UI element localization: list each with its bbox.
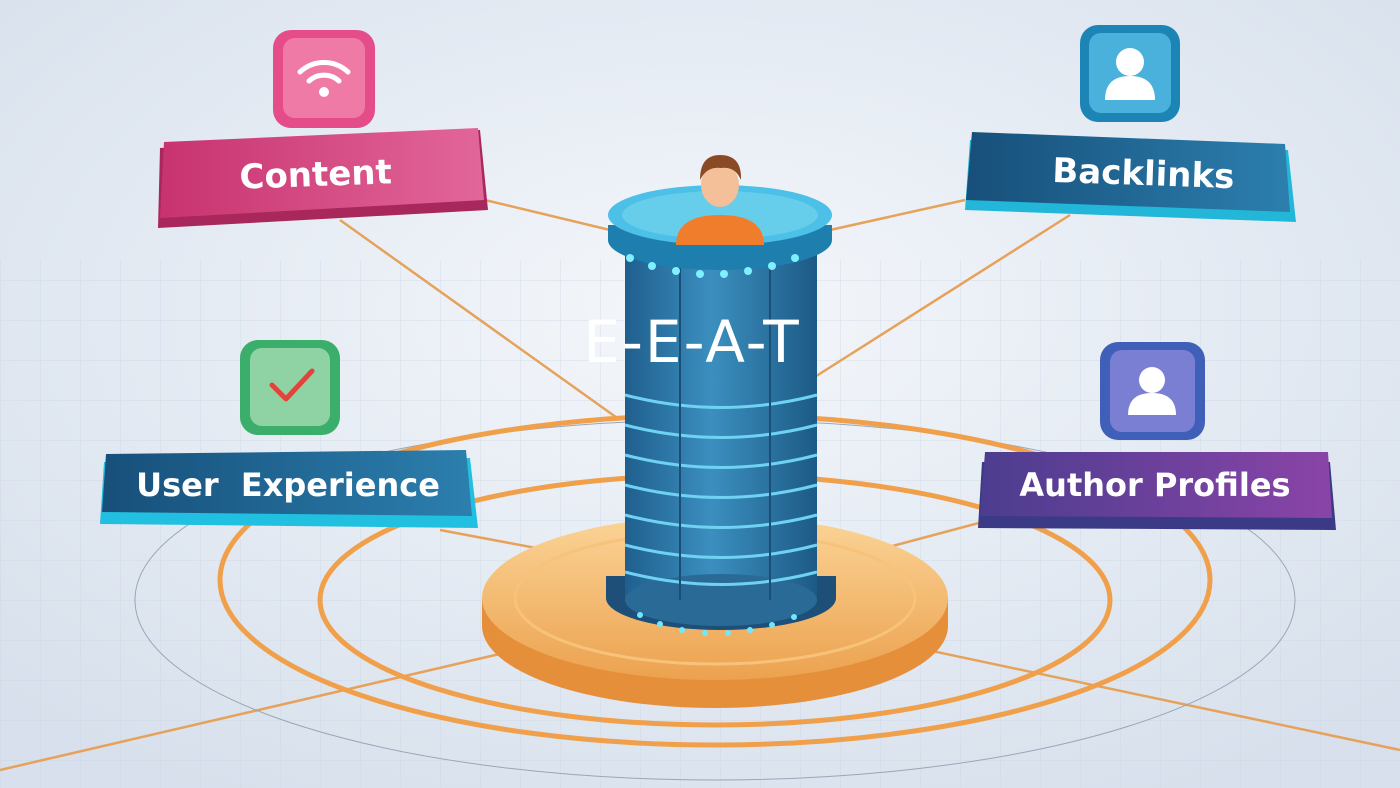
pillar-author-profiles[interactable]: Author Profiles: [978, 342, 1336, 530]
checkmark-icon: [240, 340, 340, 435]
pillar-label: Author Profiles: [1019, 466, 1290, 504]
pillar-label: User Experience: [136, 466, 440, 504]
pillar-user-experience[interactable]: User Experience: [100, 340, 478, 528]
pillar-label: Content: [239, 152, 393, 197]
eeat-pillar: [606, 185, 836, 636]
eeat-title: E-E-A-T: [583, 308, 800, 376]
user-icon: [1100, 342, 1205, 440]
pillar-lights: [637, 612, 797, 636]
person-avatar: [676, 155, 764, 245]
pillar-label: Backlinks: [1052, 151, 1235, 197]
user-icon: [1080, 25, 1180, 122]
wifi-icon: [273, 30, 375, 128]
pillar-backlinks[interactable]: Backlinks: [965, 25, 1296, 222]
pillar-content[interactable]: Content: [158, 30, 488, 228]
